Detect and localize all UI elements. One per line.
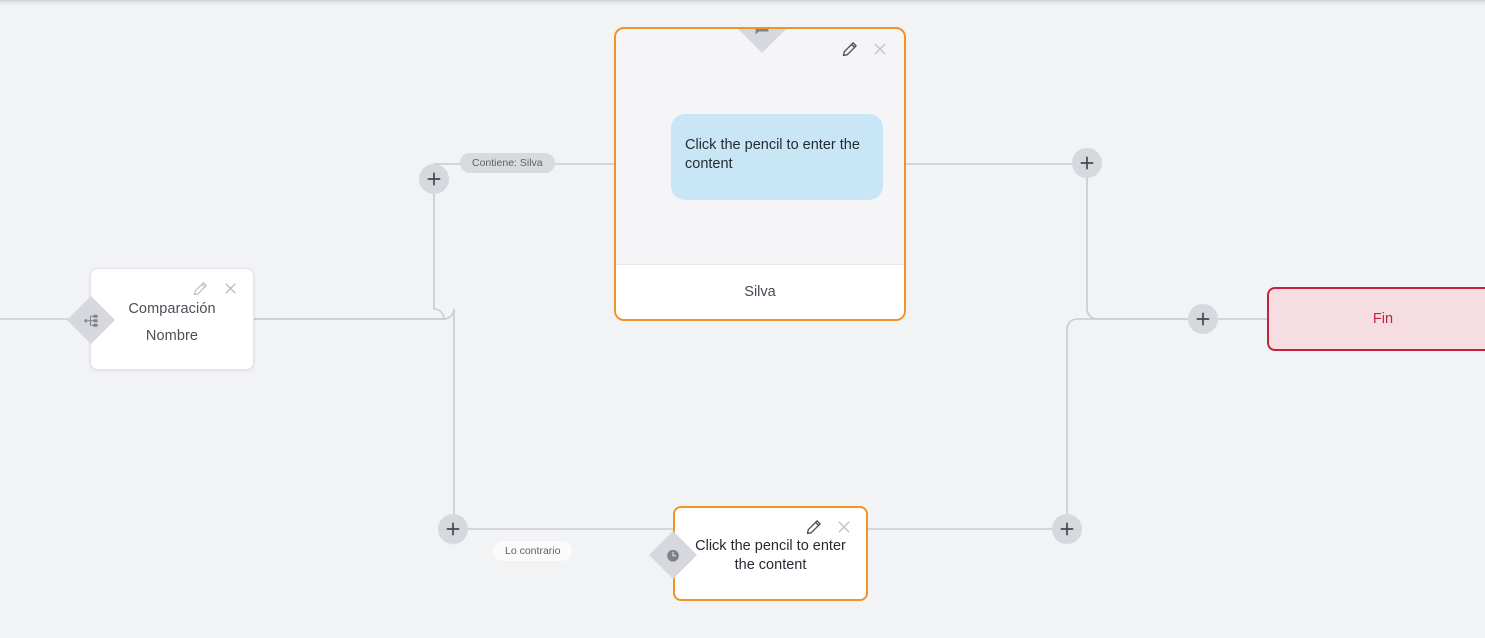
close-x-icon[interactable]: [223, 281, 239, 297]
node-fin-label: Fin: [1372, 311, 1394, 327]
clock-icon: [666, 548, 681, 563]
clock-handle[interactable]: [648, 530, 698, 580]
node-comparacion-subtitle: Nombre: [145, 328, 199, 344]
edit-pencil-icon[interactable]: [193, 281, 209, 297]
branch-handle[interactable]: [66, 295, 116, 345]
node-message-body: Click the pencil to enter the content: [616, 29, 904, 264]
plus-icon: [446, 522, 460, 536]
edge-label-lo-contrario[interactable]: Lo contrario: [493, 541, 573, 561]
close-x-icon[interactable]: [836, 519, 852, 535]
plus-icon: [1060, 522, 1074, 536]
edit-pencil-icon[interactable]: [842, 41, 858, 57]
plus-icon: [1196, 312, 1210, 326]
message-bubble: Click the pencil to enter the content: [671, 114, 883, 201]
add-step-button-bottom-right[interactable]: [1052, 514, 1082, 544]
node-wait[interactable]: Click the pencil to enter the content: [648, 506, 868, 601]
add-step-button-top-right[interactable]: [1072, 148, 1102, 178]
plus-icon: [1080, 156, 1094, 170]
node-message[interactable]: Click the pencil to enter the content Si…: [614, 27, 906, 321]
chat-bubble-icon: [754, 29, 770, 37]
node-message-footer: Silva: [616, 264, 904, 319]
node-message-actions[interactable]: [842, 41, 888, 57]
node-comparacion[interactable]: Comparación Nombre: [66, 268, 254, 370]
add-step-button-before-end[interactable]: [1188, 304, 1218, 334]
node-fin[interactable]: Fin: [1267, 287, 1485, 351]
node-comparacion-title: Comparación: [128, 301, 216, 317]
node-comparacion-actions[interactable]: [193, 281, 239, 297]
edit-pencil-icon[interactable]: [806, 519, 822, 535]
close-x-icon[interactable]: [872, 41, 888, 57]
branch-icon: [84, 313, 99, 328]
add-step-button-top-left[interactable]: [419, 164, 449, 194]
add-step-button-bottom-left[interactable]: [438, 514, 468, 544]
edge-label-contiene[interactable]: Contiene: Silva: [460, 153, 555, 173]
node-wait-actions[interactable]: [806, 519, 852, 535]
node-wait-text: Click the pencil to enter the content: [695, 538, 846, 574]
plus-icon: [427, 172, 441, 186]
